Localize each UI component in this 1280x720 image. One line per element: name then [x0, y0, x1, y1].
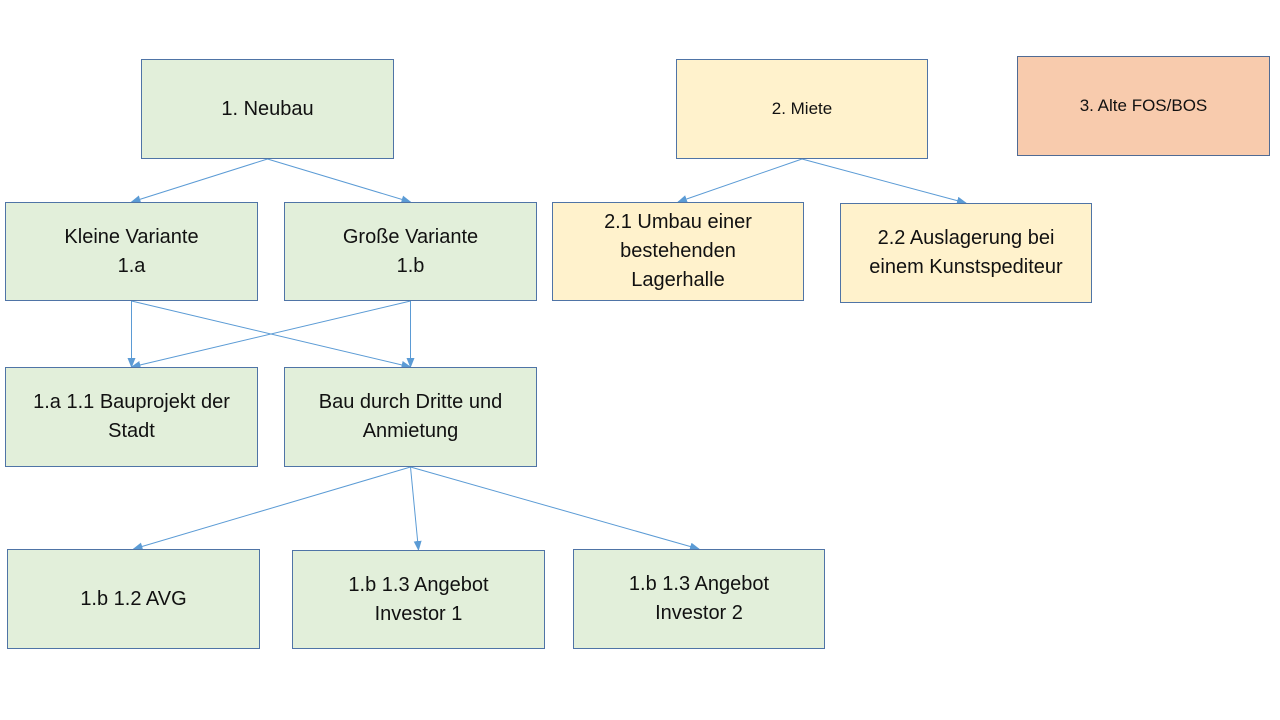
connector-arrow-bau_dritte-to-investor_1	[410, 466, 422, 551]
node-avg: 1.b 1.2 AVG	[7, 549, 260, 649]
connector-arrow-bau_dritte-to-avg	[132, 466, 411, 551]
node-alte-fos-bos: 3. Alte FOS/BOS	[1017, 56, 1270, 156]
node-kleine-variante: Kleine Variante 1.a	[5, 202, 258, 301]
connector-arrow-kleine_variante-to-bau_dritte	[131, 300, 412, 369]
node-investor-2: 1.b 1.3 Angebot Investor 2	[573, 549, 825, 649]
node-miete: 2. Miete	[676, 59, 928, 159]
connector-arrow-miete-to-umbau_lagerhalle	[677, 158, 803, 203]
connector-arrow-miete-to-auslagerung	[801, 158, 967, 205]
node-neubau: 1. Neubau	[141, 59, 394, 159]
connector-arrow-grosse_variante-to-bauprojekt_stadt	[130, 300, 411, 369]
node-bau-durch-dritte: Bau durch Dritte und Anmietung	[284, 367, 537, 467]
node-investor-1: 1.b 1.3 Angebot Investor 1	[292, 550, 545, 649]
connector-arrow-bau_dritte-to-investor_2	[410, 466, 700, 551]
node-bauprojekt-stadt: 1.a 1.1 Bauprojekt der Stadt	[5, 367, 258, 467]
node-grosse-variante: Große Variante 1.b	[284, 202, 537, 301]
node-auslagerung: 2.2 Auslagerung bei einem Kunstspediteur	[840, 203, 1092, 303]
node-umbau-lagerhalle: 2.1 Umbau einer bestehenden Lagerhalle	[552, 202, 804, 301]
connector-arrow-neubau-to-grosse_variante	[267, 158, 412, 204]
connector-arrow-neubau-to-kleine_variante	[130, 158, 268, 204]
